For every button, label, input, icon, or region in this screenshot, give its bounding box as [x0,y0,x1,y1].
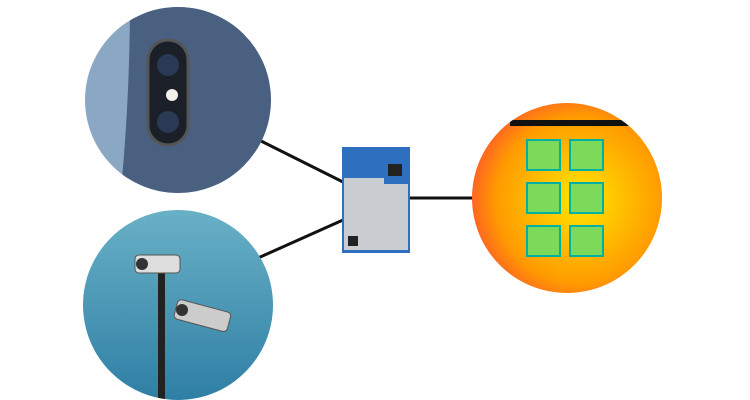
connector-lines [254,136,478,260]
security-camera-photo [83,210,273,400]
smartphone-camera-photo [85,7,271,193]
wireless-module-image [342,147,410,253]
thermal-image-photo [472,103,662,293]
